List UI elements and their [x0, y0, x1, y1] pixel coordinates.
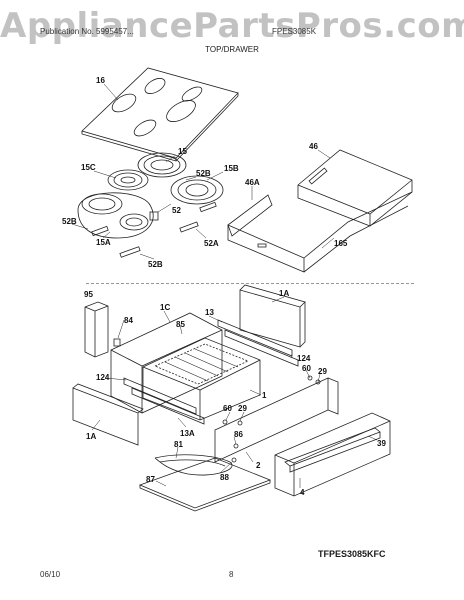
callout-88: 88 — [220, 473, 229, 482]
callout-60-mid: 60 — [223, 404, 232, 413]
callout-52a: 52A — [204, 239, 219, 248]
model-code: TFPES3085KFC — [318, 549, 386, 559]
callout-16: 16 — [96, 76, 105, 85]
inner-liner-1c — [110, 312, 223, 414]
callout-86: 86 — [234, 430, 243, 439]
watermark: AppliancePartsPros.com — [0, 6, 464, 46]
element-15 — [137, 152, 187, 178]
callout-95: 95 — [84, 290, 93, 299]
back-panel-1a — [239, 284, 306, 348]
callout-13a: 13A — [180, 429, 195, 438]
callout-15: 15 — [178, 147, 187, 156]
callout-52b-left: 52B — [62, 217, 77, 226]
callout-52b-bottom: 52B — [148, 260, 163, 269]
drawer-handle — [284, 427, 381, 473]
callout-39: 39 — [377, 439, 386, 448]
callout-15c: 15C — [81, 163, 96, 172]
callout-52b-top: 52B — [196, 169, 211, 178]
callout-13: 13 — [205, 308, 214, 317]
callout-1c: 1C — [160, 303, 170, 312]
callout-84: 84 — [124, 316, 133, 325]
element-15c — [107, 169, 149, 191]
footer-date: 06/10 — [40, 570, 61, 579]
callout-46: 46 — [309, 142, 318, 151]
outer-panel-4 — [274, 412, 391, 497]
callout-81: 81 — [174, 440, 183, 449]
callout-1a-top: 1A — [279, 289, 289, 298]
callout-29-right: 29 — [318, 367, 327, 376]
model-number-header: FPES3085K — [272, 27, 317, 36]
callout-15b: 15B — [224, 164, 239, 173]
callout-1: 1 — [262, 391, 267, 400]
callout-52: 52 — [172, 206, 181, 215]
drawer-front — [214, 377, 339, 463]
callout-29-mid: 29 — [238, 404, 247, 413]
slide-rails — [123, 319, 299, 425]
leader-lines — [71, 83, 378, 488]
callout-46a: 46A — [245, 178, 260, 187]
side-panel-1a-left — [72, 383, 144, 446]
page-number: 8 — [229, 570, 234, 579]
callout-2: 2 — [256, 461, 261, 470]
element-15b — [170, 175, 224, 205]
element-15a-bridge — [77, 192, 154, 239]
heater-element — [154, 454, 233, 476]
callout-4: 4 — [300, 488, 305, 497]
drawer-body — [142, 337, 261, 421]
cooktop-glass — [81, 67, 239, 162]
callout-124-left: 124 — [96, 373, 110, 382]
bottom-plate-87 — [138, 457, 272, 512]
callout-165: 165 — [334, 239, 348, 248]
hardware — [222, 375, 321, 463]
clips — [91, 201, 217, 258]
callout-1a-left: 1A — [86, 432, 96, 441]
callout-124-right: 124 — [297, 354, 311, 363]
callout-87: 87 — [146, 475, 155, 484]
callout-15a: 15A — [96, 238, 111, 247]
side-panel-95 — [84, 301, 109, 358]
publication-number: Publication No. 5995457... — [40, 27, 134, 36]
section-divider — [86, 283, 414, 284]
frame-rails — [227, 149, 413, 273]
callout-60-right: 60 — [302, 364, 311, 373]
callout-labels: 16 15 15C 15B 52B 52 52B 15A 52A 52B 46 … — [62, 76, 386, 497]
section-title: TOP/DRAWER — [205, 45, 259, 54]
callout-85: 85 — [176, 320, 185, 329]
